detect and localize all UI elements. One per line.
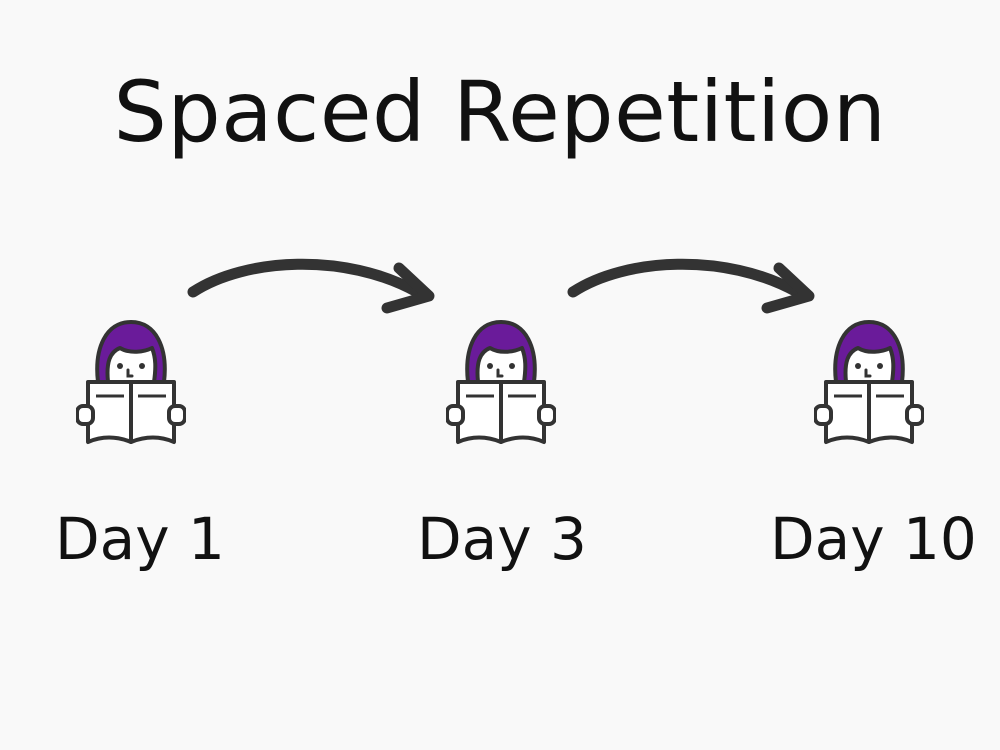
day-label: Day 3 xyxy=(417,505,587,573)
person-reading-book-icon xyxy=(76,320,186,444)
person-reading-book-icon xyxy=(814,320,924,444)
day-label: Day 10 xyxy=(770,505,977,573)
day-label: Day 1 xyxy=(55,505,225,573)
curved-arrow-right-icon xyxy=(187,258,435,314)
diagram-title: Spaced Repetition xyxy=(113,63,887,161)
curved-arrow-right-icon xyxy=(567,258,815,314)
person-reading-book-icon xyxy=(446,320,556,444)
